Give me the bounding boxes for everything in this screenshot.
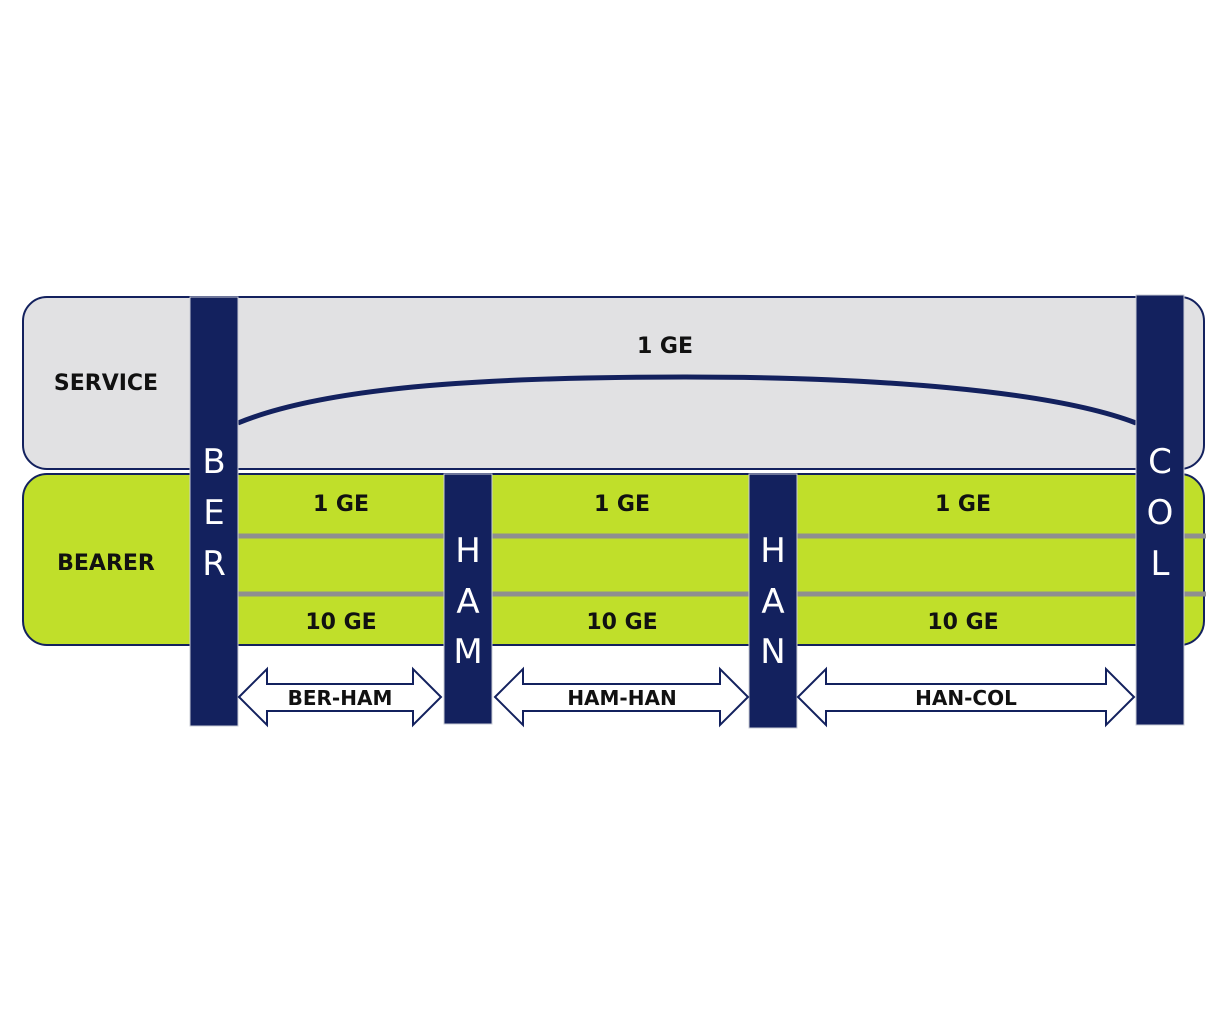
node-ber-pillar: [189, 296, 239, 727]
link-label-han-col: HAN-COL: [915, 686, 1017, 710]
bearer-segment-top-capacity: 1 GE: [935, 492, 991, 517]
link-arrow-ham-han: [493, 666, 750, 728]
node-ham-pillar: [443, 473, 493, 725]
bearer-segment-bottom-capacity: 10 GE: [586, 610, 657, 635]
node-ber-letter: E: [203, 493, 224, 533]
node-han-letter: N: [760, 632, 785, 672]
link-arrow-ber-ham: [237, 666, 443, 728]
node-col-letter: O: [1147, 493, 1174, 533]
node-ham-letter: A: [456, 582, 479, 622]
node-ham-letter: H: [455, 531, 481, 571]
node-ber-letter: B: [202, 442, 225, 482]
link-label-ham-han: HAM-HAN: [567, 686, 676, 710]
node-han-letter: A: [761, 582, 784, 622]
link-arrow-han-col: [796, 666, 1136, 728]
node-col-letter: L: [1151, 544, 1170, 584]
node-han-letter: H: [760, 531, 786, 571]
node-col-pillar: [1135, 294, 1185, 726]
service-layer-label: SERVICE: [54, 371, 158, 396]
bearer-segment-bottom-capacity: 10 GE: [927, 610, 998, 635]
service-layer-band: [22, 296, 1205, 470]
link-label-ber-ham: BER-HAM: [288, 686, 393, 710]
node-col-letter: C: [1148, 442, 1172, 482]
node-ham-letter: M: [453, 632, 482, 672]
node-ber-letter: R: [202, 544, 226, 584]
bearer-layer-label: BEARER: [57, 551, 155, 576]
bearer-segment-top-capacity: 1 GE: [594, 492, 650, 517]
service-connection-arc: [237, 374, 1137, 426]
node-han-pillar: [748, 473, 798, 729]
service-capacity-label: 1 GE: [637, 334, 693, 359]
bearer-segment-bottom-capacity: 10 GE: [305, 610, 376, 635]
bearer-layer-band: [22, 473, 1205, 646]
bearer-segment-top-capacity: 1 GE: [313, 492, 369, 517]
